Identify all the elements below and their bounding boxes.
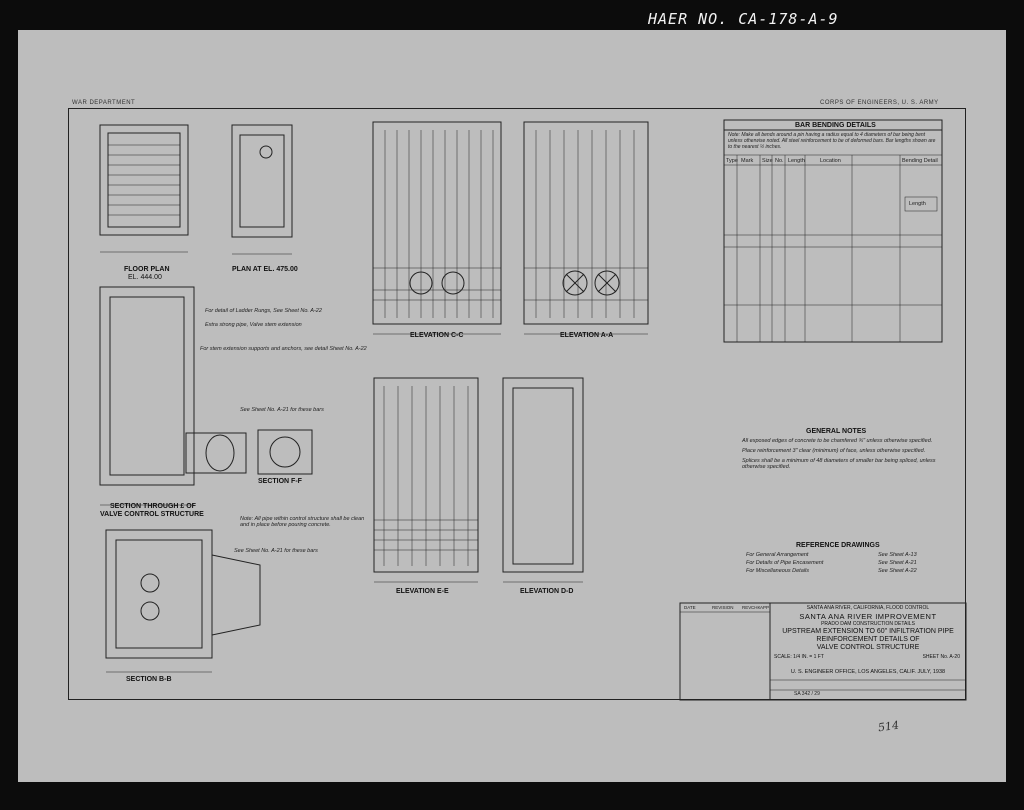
note-see-a21-b: See Sheet No. A-21 for these bars bbox=[234, 548, 318, 554]
note-ladder: For detail of Ladder Rungs, See Sheet No… bbox=[205, 308, 322, 314]
elevation-dd-outline bbox=[502, 377, 584, 573]
floor-plan-outline bbox=[99, 124, 189, 236]
section-bb-outline bbox=[105, 529, 213, 659]
rev-head-date: DATE bbox=[684, 605, 696, 610]
tb-line-6: VALVE CONTROL STRUCTURE bbox=[816, 644, 920, 651]
bb-head-size: Size bbox=[762, 158, 773, 164]
elevation-ee-outline bbox=[373, 377, 479, 573]
plan-at-475-outline bbox=[231, 124, 293, 238]
tb-line-2: SANTA ANA RIVER IMPROVEMENT bbox=[799, 612, 937, 621]
drawing-sheet bbox=[18, 30, 1006, 782]
tb-office: U. S. ENGINEER OFFICE, LOS ANGELES, CALI… bbox=[790, 669, 946, 675]
section-ff-label: SECTION F-F bbox=[258, 478, 302, 485]
reference-title: REFERENCE DRAWINGS bbox=[796, 542, 880, 549]
floor-plan-elevation: EL. 444.00 bbox=[128, 274, 162, 281]
bb-head-location: Location bbox=[820, 158, 841, 164]
ref-row-3-sheet: See Sheet A-22 bbox=[878, 568, 917, 574]
elevation-cc-outline bbox=[372, 121, 502, 325]
title-block-outline bbox=[679, 602, 967, 701]
note-pipe: Extra strong pipe, Valve stem extension bbox=[205, 322, 302, 328]
note-pipe-clean: Note: All pipe within control structure … bbox=[240, 516, 365, 528]
general-note-3: Splices shall be a minimum of 48 diamete… bbox=[742, 458, 936, 470]
section-ff-outline bbox=[257, 429, 313, 475]
tb-sheet: SHEET No. A-20 bbox=[922, 654, 960, 660]
tb-file-no: SA 342 / 29 bbox=[794, 691, 820, 697]
tb-line-3: PRADO DAM CONSTRUCTION DETAILS bbox=[821, 621, 915, 627]
elevation-cc-label: ELEVATION C-C bbox=[410, 332, 464, 339]
rev-head-rev: REV bbox=[742, 605, 752, 610]
note-supports: For stem extension supports and anchors,… bbox=[200, 346, 367, 352]
general-notes-title: GENERAL NOTES bbox=[806, 428, 867, 435]
section-through-label-2: VALVE CONTROL STRUCTURE bbox=[100, 511, 204, 518]
header-right: CORPS OF ENGINEERS, U. S. ARMY bbox=[820, 100, 939, 106]
rev-head-revision: REVISION bbox=[712, 605, 734, 610]
elevation-aa-label: ELEVATION A-A bbox=[560, 332, 614, 339]
haer-stamp: HAER NO. CA-178-A-9 bbox=[648, 10, 839, 28]
tb-line-1: SANTA ANA RIVER, CALIFORNIA, FLOOD CONTR… bbox=[806, 605, 930, 611]
rev-head-app: APP bbox=[760, 605, 770, 610]
rev-head-chk: CHK bbox=[751, 605, 761, 610]
ref-row-1-sheet: See Sheet A-13 bbox=[878, 552, 917, 558]
tb-scale: SCALE: 1/4 IN. = 1 FT bbox=[774, 654, 824, 660]
bb-head-type: Type bbox=[726, 158, 738, 164]
section-through-cl-outline bbox=[99, 286, 195, 486]
ref-row-2-label: For Details of Pipe Encasement bbox=[746, 560, 824, 566]
title-block: SANTA ANA RIVER, CALIFORNIA, FLOOD CONTR… bbox=[770, 603, 966, 680]
ref-row-3-label: For Miscellaneous Details bbox=[746, 568, 809, 574]
bb-head-length: Length bbox=[788, 158, 805, 164]
elevation-ee-label: ELEVATION E-E bbox=[396, 588, 449, 595]
header-left: WAR DEPARTMENT bbox=[72, 100, 136, 106]
bb-head-bending: Bending Detail bbox=[902, 158, 938, 164]
drawing-border bbox=[68, 108, 966, 700]
ref-row-2-sheet: See Sheet A-21 bbox=[878, 560, 917, 566]
bb-length-label: Length bbox=[909, 201, 926, 207]
tb-line-5: REINFORCEMENT DETAILS OF bbox=[816, 636, 920, 643]
general-note-2: Place reinforcement 3" clear (minimum) o… bbox=[742, 448, 926, 454]
plan-at-475-label: PLAN AT EL. 475.00 bbox=[232, 266, 298, 273]
bb-head-mark: Mark bbox=[741, 158, 754, 164]
tb-line-4: UPSTREAM EXTENSION TO 60" INFILTRATION P… bbox=[782, 628, 954, 635]
bar-bending-table bbox=[723, 119, 943, 343]
elevation-dd-label: ELEVATION D-D bbox=[520, 588, 574, 595]
bar-bending-title: BAR BENDING DETAILS bbox=[795, 122, 876, 129]
bb-head-no: No. bbox=[775, 158, 784, 164]
section-bb-label: SECTION B-B bbox=[126, 676, 172, 683]
bar-bending-note: Note: Make all bends around a pin having… bbox=[728, 132, 936, 150]
section-through-label: SECTION THROUGH £ OF bbox=[110, 503, 196, 510]
floor-plan-label: FLOOR PLAN bbox=[124, 266, 170, 273]
ref-row-1-label: For General Arrangement bbox=[746, 552, 809, 558]
general-note-1: All exposed edges of concrete to be cham… bbox=[742, 438, 933, 444]
note-see-a21: See Sheet No. A-21 for these bars bbox=[240, 407, 324, 413]
elevation-aa-outline bbox=[523, 121, 649, 325]
